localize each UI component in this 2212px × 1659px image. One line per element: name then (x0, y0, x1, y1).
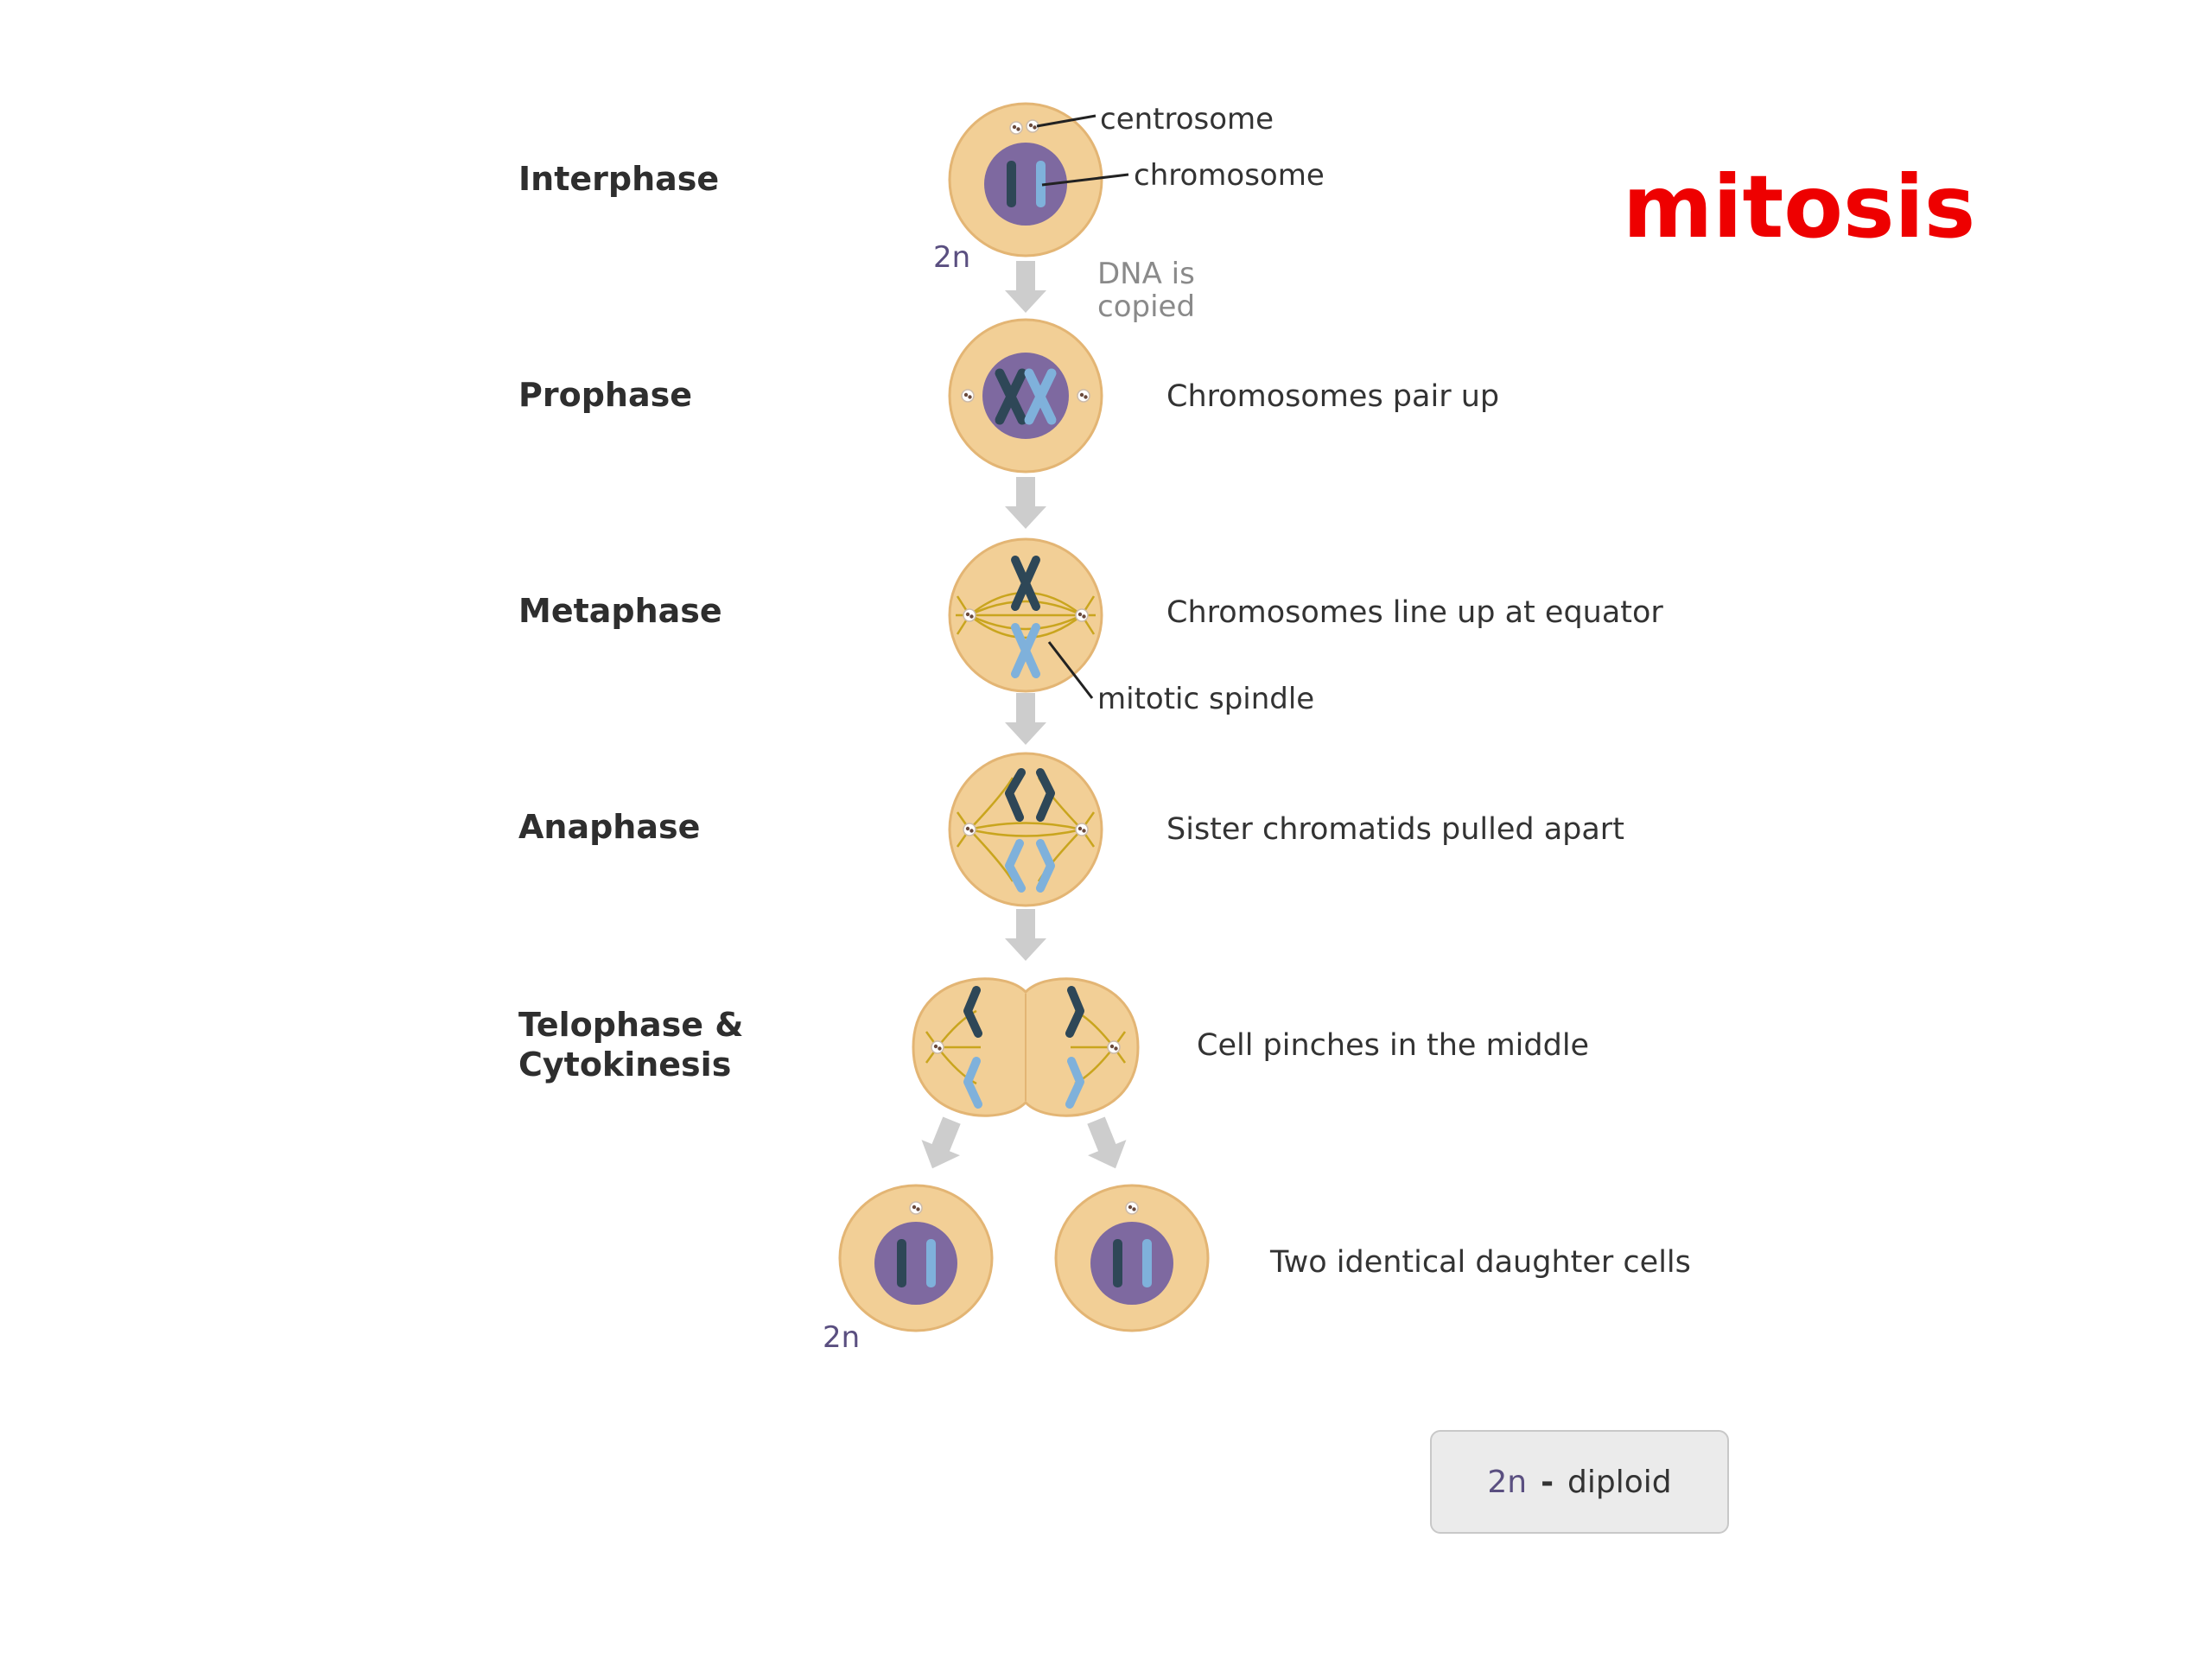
leader-chromosome (1041, 173, 1129, 187)
arrow-down-right (1077, 1112, 1135, 1177)
label-telophase: Telophase & (518, 1006, 744, 1044)
chromatid-light (1036, 839, 1055, 893)
arrow-down (1005, 693, 1046, 745)
cell-anaphase (948, 752, 1103, 907)
chromosome-light (1024, 368, 1057, 425)
legend-symbol: 2n (1487, 1464, 1528, 1500)
chromatid-light (963, 1057, 982, 1109)
daughter-cell-left (838, 1184, 994, 1332)
chromosome-dark (995, 368, 1027, 425)
label-anaphase: Anaphase (518, 808, 701, 846)
chromatid-dark (1065, 986, 1084, 1038)
desc-metaphase: Chromosomes line up at equator (1166, 595, 1663, 630)
chromosome-dark (1007, 161, 1016, 207)
chromatid-light (1065, 1057, 1084, 1109)
ploidy-label-interphase: 2n (933, 240, 971, 275)
chromosome-dark (897, 1239, 906, 1287)
mitotic-spindle (956, 591, 1096, 639)
leader-mitotic-spindle (1047, 641, 1094, 699)
desc-anaphase: Sister chromatids pulled apart (1166, 812, 1624, 847)
legend-meaning: diploid (1567, 1464, 1672, 1500)
arrow-down-left (912, 1112, 971, 1177)
callout-chromosome: chromosome (1134, 158, 1325, 193)
daughter-cell-right (1054, 1184, 1210, 1332)
chromatid-dark (1005, 768, 1026, 822)
cell-telophase (912, 977, 1140, 1117)
label-interphase: Interphase (518, 160, 720, 198)
cell-prophase (948, 318, 1103, 474)
chromatid-dark (963, 986, 982, 1038)
arrow-down (1005, 909, 1046, 961)
label-cytokinesis: Cytokinesis (518, 1046, 732, 1084)
chromatid-dark (1036, 768, 1055, 822)
leader-centrosome (1036, 114, 1096, 128)
desc-prophase: Chromosomes pair up (1166, 379, 1500, 414)
chromatid-light (1005, 839, 1026, 893)
note-dna-line1: DNA is (1097, 257, 1195, 291)
arrow-down (1005, 477, 1046, 529)
chromosome-light (1036, 161, 1046, 207)
chromosome-dark (1113, 1239, 1122, 1287)
label-prophase: Prophase (518, 376, 692, 414)
chromosome-light (1011, 623, 1040, 678)
desc-telophase: Cell pinches in the middle (1197, 1028, 1590, 1063)
callout-mitotic-spindle: mitotic spindle (1097, 682, 1315, 716)
label-metaphase: Metaphase (518, 592, 722, 630)
chromosome-light (1142, 1239, 1152, 1287)
legend-box: 2n - diploid (1430, 1430, 1729, 1534)
arrow-down (1005, 261, 1046, 313)
page-title: mitosis (1623, 156, 1976, 257)
callout-centrosome: centrosome (1100, 102, 1274, 137)
chromosome-light (926, 1239, 936, 1287)
desc-daughter-cells: Two identical daughter cells (1270, 1245, 1691, 1280)
cell-interphase (948, 102, 1103, 257)
note-dna-line2: copied (1097, 289, 1196, 324)
legend-dash: - (1541, 1464, 1554, 1500)
ploidy-label-daughter: 2n (823, 1320, 861, 1355)
cell-metaphase (948, 537, 1103, 693)
chromosome-dark (1011, 556, 1040, 611)
